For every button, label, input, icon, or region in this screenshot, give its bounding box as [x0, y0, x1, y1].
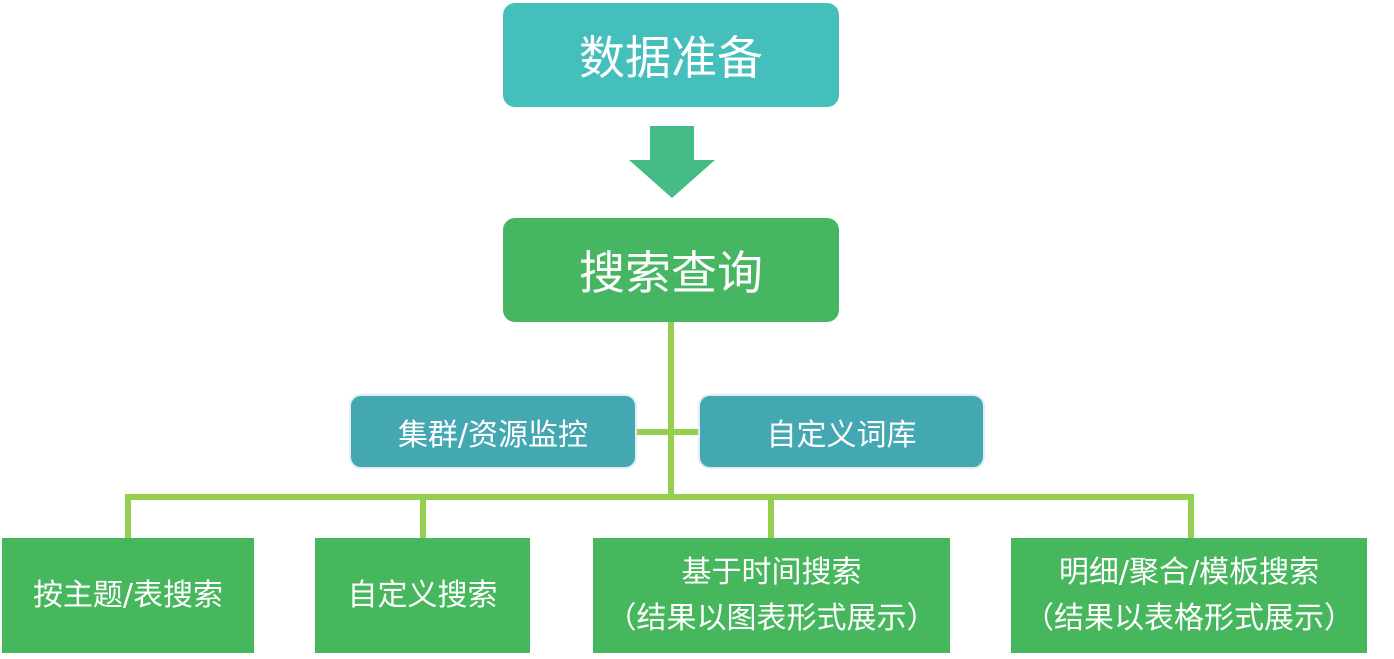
connector-drop-4 — [1188, 494, 1194, 538]
node-custom-search: 自定义搜索 — [315, 538, 530, 653]
connector-drop-2 — [420, 494, 426, 538]
node-time-based-search: 基于时间搜索 （结果以图表形式展示） — [593, 538, 950, 653]
node-custom-search-label: 自定义搜索 — [347, 577, 498, 613]
connector-side-horizontal — [637, 429, 698, 435]
node-topic-table-search: 按主题/表搜索 — [2, 538, 254, 653]
node-time-based-search-title: 基于时间搜索 — [681, 554, 862, 590]
node-detail-aggregate-template-search: 明细/聚合/模板搜索 （结果以表格形式展示） — [1011, 538, 1367, 653]
node-time-based-search-note: （结果以图表形式展示） — [606, 600, 937, 636]
node-detail-aggregate-template-search-title: 明细/聚合/模板搜索 — [1058, 554, 1320, 590]
node-data-preparation-label: 数据准备 — [579, 31, 763, 85]
node-search-query: 搜索查询 — [503, 218, 839, 322]
node-cluster-resource-monitor: 集群/资源监控 — [349, 394, 637, 469]
connector-drop-3 — [768, 494, 774, 538]
node-data-preparation: 数据准备 — [503, 3, 839, 107]
node-custom-dictionary-label: 自定义词库 — [766, 417, 917, 453]
connector-drop-1 — [125, 494, 131, 538]
node-detail-aggregate-template-search-note: （结果以表格形式展示） — [1024, 600, 1354, 636]
node-custom-dictionary: 自定义词库 — [698, 394, 985, 469]
connector-bottom-horizontal — [125, 494, 1194, 500]
down-arrow-icon — [629, 126, 715, 198]
node-topic-table-search-label: 按主题/表搜索 — [32, 577, 224, 613]
node-cluster-resource-monitor-label: 集群/资源监控 — [397, 417, 589, 453]
node-search-query-label: 搜索查询 — [579, 246, 763, 300]
connector-vertical-main — [668, 322, 674, 498]
